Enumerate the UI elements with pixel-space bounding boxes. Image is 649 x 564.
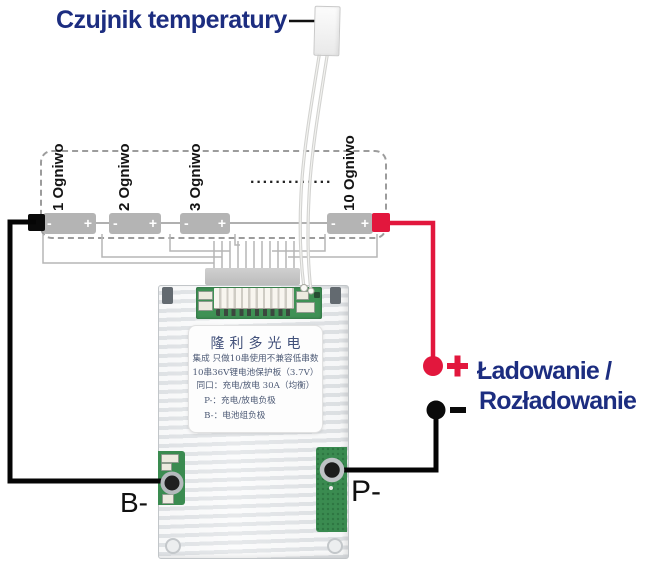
board-corner-tab-left (162, 287, 173, 304)
cell1-minus-pole: - (47, 215, 52, 231)
cell-label-1: 1 Ogniwo (50, 143, 67, 212)
battery-cell-1: - + (43, 213, 96, 234)
cell3-minus-pole: - (184, 215, 189, 231)
smd-component (314, 292, 320, 298)
cell10-plus-pole: + (360, 215, 369, 231)
board-corner-tab-right (330, 287, 341, 304)
battery-cell-2: - + (109, 213, 161, 234)
p-minus-label: P- (351, 475, 381, 508)
cell1-plus-pole: + (83, 215, 92, 231)
screw-hole-left (165, 538, 181, 554)
bms-spec-label: 隆利多光电 集成 只做10串使用不兼容低串数 10串36V锂电池保护板（3.7V… (188, 325, 323, 433)
sensor-title-label: Czujnik temperatury (56, 6, 287, 34)
balance-header-connector (214, 288, 294, 309)
b-minus-wire (7, 219, 165, 484)
temperature-sensor (313, 5, 341, 57)
cell-label-3: 3 Ogniwo (187, 143, 204, 212)
smd-component (198, 291, 213, 300)
charge-plus-terminal-dot (423, 356, 443, 376)
smd-component (161, 463, 172, 471)
balance-plug (205, 268, 300, 285)
p-minus-pad-area (316, 447, 347, 532)
positive-wire (387, 220, 436, 357)
battery-cell-3: - + (180, 213, 230, 234)
cell2-plus-pole: + (148, 215, 157, 231)
spec-line-4: P-：充电/放电负极 (204, 395, 276, 406)
smd-component (161, 454, 179, 463)
p-minus-wire (340, 419, 439, 473)
hidden-cells-ellipsis: ············· (250, 174, 333, 191)
cell10-minus-pole: - (331, 215, 336, 231)
charge-label-line2: Rozładowanie (479, 387, 637, 415)
pack-positive-connector (372, 213, 390, 232)
spec-line-5: B-：电池组负极 (204, 410, 266, 421)
b-minus-label: B- (120, 487, 148, 518)
cell-label-10: 10 Ogniwo (341, 135, 358, 211)
discharge-minus-terminal-dot (426, 400, 446, 420)
screw-hole-right (327, 538, 343, 554)
solder-joint-row (216, 309, 294, 316)
sense-wires (42, 234, 378, 270)
smd-component (198, 301, 213, 311)
pack-negative-connector (28, 214, 45, 231)
smd-component (162, 494, 174, 504)
charge-label-line1: Ładowanie / (477, 357, 612, 385)
battery-cell-10: - + (327, 213, 373, 234)
spec-label-title: 隆利多光电 (210, 336, 306, 352)
cell3-plus-pole: + (217, 215, 226, 231)
spec-line-2: 10串36V锂电池保护板（3.7V） (192, 367, 319, 378)
smd-component (296, 302, 315, 313)
smd-component (296, 291, 309, 300)
cell2-minus-pole: - (113, 215, 118, 231)
spec-line-3: 同口：充电/放电 30A（均衡） (196, 381, 315, 391)
spec-line-1: 集成 只做10串使用不兼容低串数 (192, 354, 319, 364)
minus-icon (450, 407, 466, 413)
plus-icon (447, 355, 468, 377)
cell-label-2: 2 Ogniwo (116, 143, 133, 212)
